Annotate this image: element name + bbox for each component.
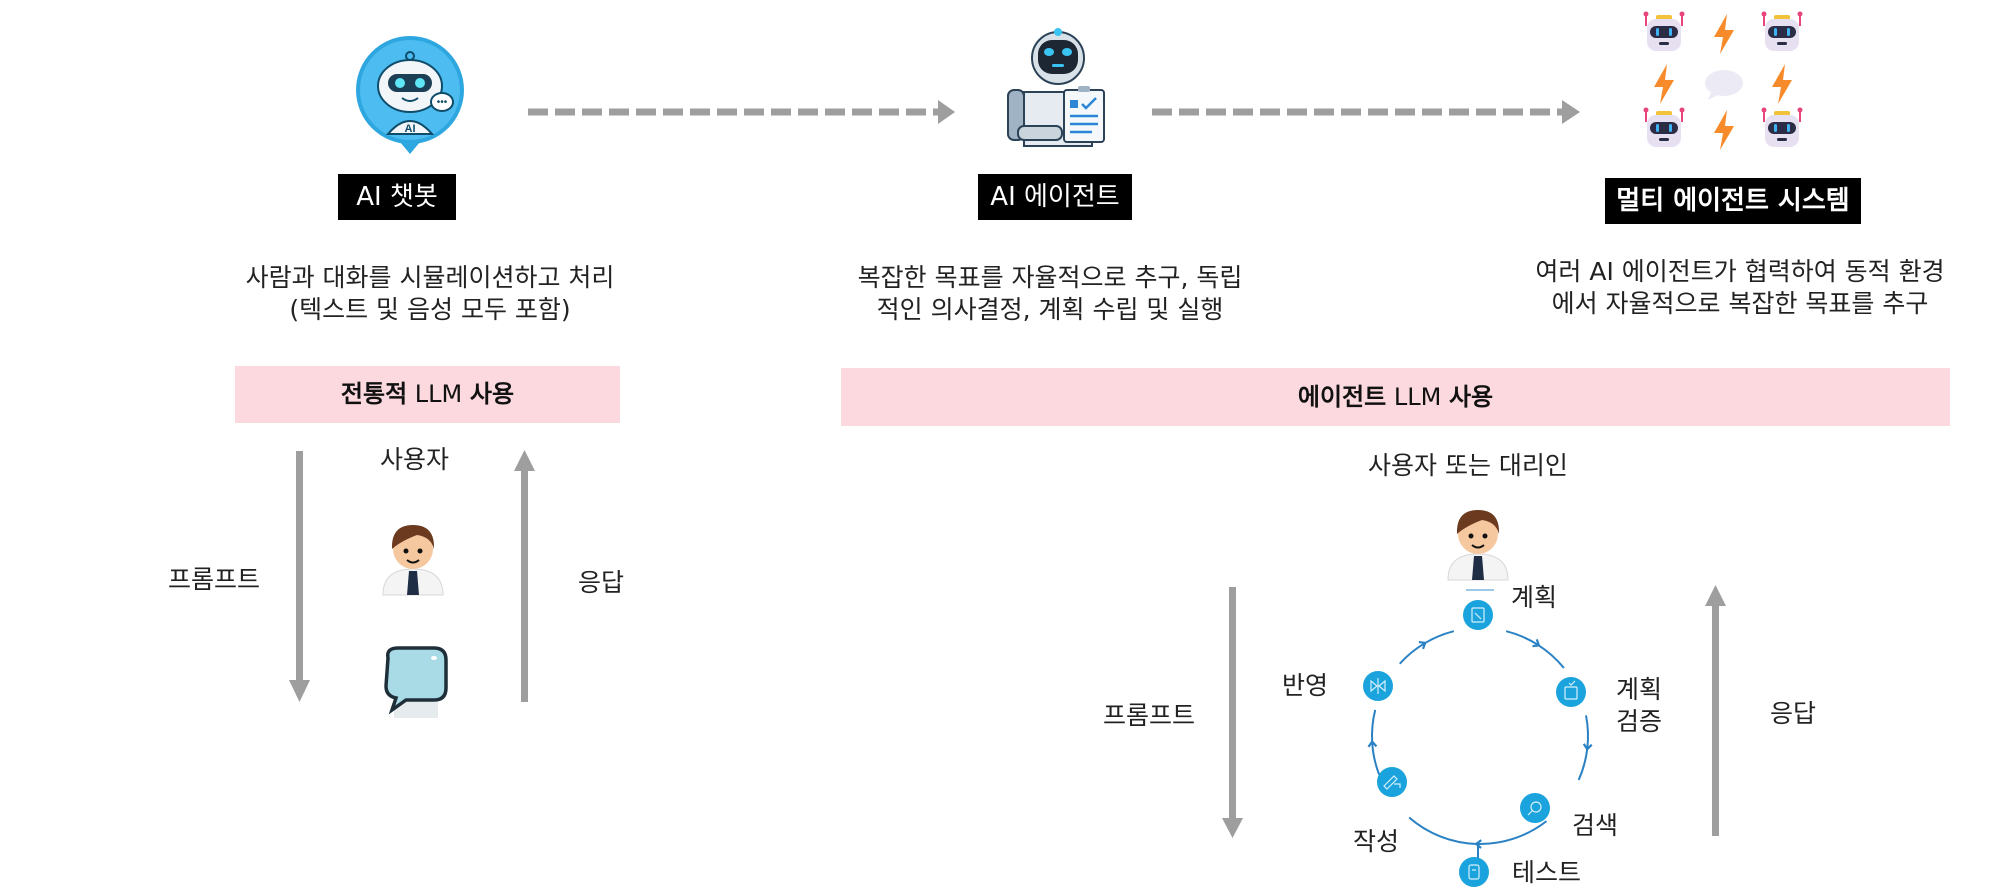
cycle-label-reflect: 반영 <box>1282 671 1329 700</box>
lightning-bolt-icon <box>1654 64 1674 104</box>
traditional-llm-band: 전통적 LLM 사용 <box>235 366 620 423</box>
svg-text:•••: ••• <box>437 97 448 108</box>
prompt-label-traditional: 프롬프트 <box>168 565 261 594</box>
cycle-label-line: 검증 <box>1616 707 1663 736</box>
cycle-arc <box>1408 816 1478 845</box>
mini-robot-icon <box>1761 107 1803 147</box>
clipboard-plan-icon <box>1463 600 1493 630</box>
dashed-arrow-agent-to-multi <box>1152 100 1580 124</box>
cycle-arc <box>1577 748 1589 781</box>
multi-robot-grid-icon <box>1643 11 1803 150</box>
band-text-normal: LLM <box>407 380 470 408</box>
dashed-arrow-chatbot-to-agent <box>528 100 955 124</box>
stage-description-multi-agent: 여러 AI 에이전트가 협력하여 동적 환경 에서 자율적으로 복잡한 목표를 … <box>1500 256 1980 320</box>
stage-title-multi-agent: 멀티 에이전트 시스템 <box>1605 178 1861 224</box>
band-text-bold: 에이전트 <box>1297 383 1387 411</box>
cycle-arc-arrow <box>1582 715 1593 751</box>
response-up-arrow-agentic <box>1705 585 1726 836</box>
agent-robot-clipboard-icon <box>1007 28 1105 147</box>
stage-title-agent: AI 에이전트 <box>978 174 1132 220</box>
cycle-label-plan-verify: 계획 검증 <box>1616 674 1662 738</box>
agentic-llm-band: 에이전트 LLM 사용 <box>841 368 1950 426</box>
prompt-label-agentic: 프롬프트 <box>1103 701 1196 730</box>
lightning-bolt-icon <box>1714 14 1734 54</box>
user-person-icon-traditional <box>382 525 444 596</box>
stage-description-chatbot: 사람과 대화를 시뮬레이션하고 처리 (텍스트 및 음성 모두 포함) <box>190 262 670 326</box>
chatbot-robot-icon: AI ••• <box>356 36 464 154</box>
response-label-traditional: 응답 <box>578 568 625 597</box>
lightning-bolt-icon <box>1772 64 1792 104</box>
response-label-agentic: 응답 <box>1770 699 1817 728</box>
cycle-label-plan: 계획 <box>1511 583 1558 612</box>
test-device-icon <box>1459 857 1489 887</box>
prompt-down-arrow-agentic <box>1222 587 1243 838</box>
cycle-label-write: 작성 <box>1353 827 1400 856</box>
user-person-icon-agentic <box>1447 510 1509 581</box>
cycle-arc <box>1537 644 1565 669</box>
pen-write-icon <box>1377 767 1407 797</box>
band-text-bold: 전통적 <box>340 380 408 408</box>
cycle-label-search: 검색 <box>1572 811 1619 840</box>
user-label-agentic: 사용자 또는 대리인 <box>1368 451 1568 480</box>
stage-title-chatbot: AI 챗봇 <box>338 174 456 220</box>
description-line: 사람과 대화를 시뮬레이션하고 처리 <box>245 263 615 292</box>
lightning-bolt-icon <box>1714 110 1734 150</box>
clipboard-check-icon <box>1556 677 1586 707</box>
cycle-arc-arrow <box>1398 640 1427 665</box>
cycle-arc-arrow <box>1505 630 1541 648</box>
speech-bubble-icon <box>1705 70 1743 100</box>
description-line: (텍스트 및 음성 모두 포함) <box>289 295 571 324</box>
magnifier-icon <box>1520 793 1550 823</box>
llm-chat-bubble-icon <box>384 646 448 718</box>
description-line: 에서 자율적으로 복잡한 목표를 추구 <box>1551 289 1929 318</box>
cycle-arc-arrow <box>1367 739 1381 776</box>
response-up-arrow-traditional <box>514 450 535 702</box>
band-text-normal: LLM <box>1386 383 1449 411</box>
description-line: 여러 AI 에이전트가 협력하여 동적 환경 <box>1535 257 1945 286</box>
description-line: 복잡한 목표를 자율적으로 추구, 독립 <box>857 263 1243 292</box>
description-line: 적인 의사결정, 계획 수립 및 실행 <box>876 295 1224 324</box>
mini-robot-icon <box>1643 107 1685 147</box>
cycle-arc-arrow <box>1474 820 1548 849</box>
svg-text:AI: AI <box>405 123 416 135</box>
mini-robot-icon <box>1643 11 1685 51</box>
prompt-down-arrow-traditional <box>289 451 310 702</box>
band-text-bold: 사용 <box>469 380 515 408</box>
band-text-bold: 사용 <box>1448 383 1494 411</box>
mini-robot-icon <box>1761 11 1803 51</box>
cycle-label-line: 계획 <box>1616 675 1663 704</box>
reflect-icon <box>1363 671 1393 701</box>
cycle-arc <box>1371 709 1377 743</box>
cycle-label-test: 테스트 <box>1512 858 1582 887</box>
user-label-traditional: 사용자 <box>380 445 450 474</box>
agent-cycle-ring <box>1363 589 1593 887</box>
cycle-arc <box>1423 630 1455 645</box>
stage-description-agent: 복잡한 목표를 자율적으로 추구, 독립 적인 의사결정, 계획 수립 및 실행 <box>830 262 1270 326</box>
